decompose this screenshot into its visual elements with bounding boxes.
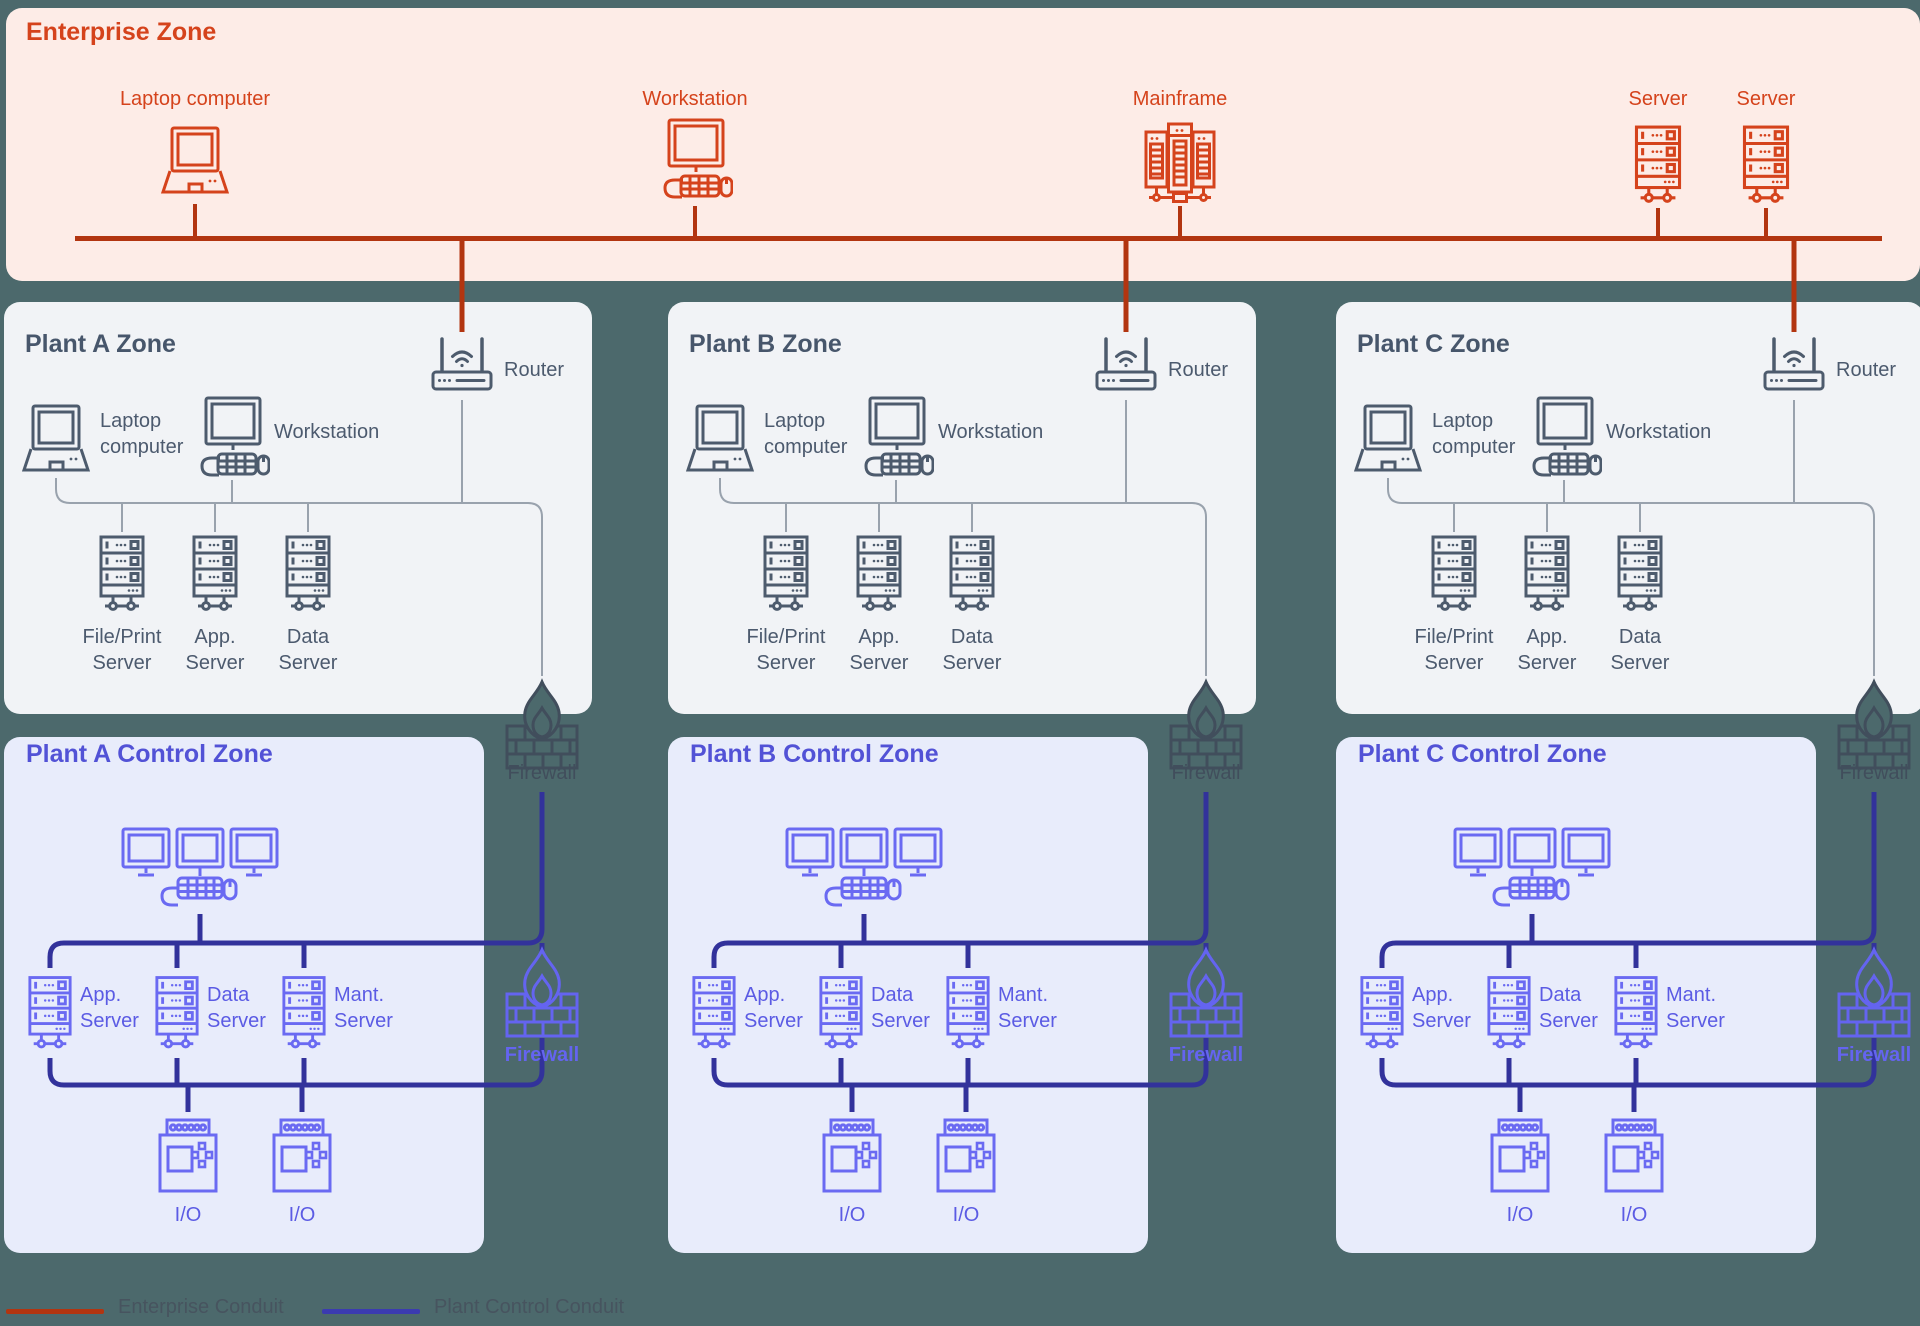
firewall-icon: [1836, 678, 1912, 770]
zone-title: Plant C Zone: [1357, 330, 1510, 358]
router-icon: [428, 334, 496, 398]
device-label: Router: [504, 359, 565, 381]
server-icon: [691, 974, 737, 1052]
firewall-icon: [504, 678, 580, 770]
server-label: Data Server: [871, 984, 930, 1032]
plant-b-column: Plant B Zone Laptop computer Workstation…: [668, 0, 1328, 1326]
firewall-label: Firewall: [1836, 1044, 1912, 1066]
hmi-workstation-icon: [120, 826, 280, 912]
firewall-icon: [1168, 678, 1244, 770]
device-label: Mainframe: [1132, 88, 1228, 110]
laptop-icon: [159, 124, 231, 202]
plant-c-column: Plant C Zone Laptop computer Workstation…: [1336, 0, 1920, 1326]
plant-control-conduit-swatch: [322, 1309, 420, 1314]
server-icon: [762, 534, 810, 614]
legend-label: Plant Control Conduit: [434, 1296, 625, 1318]
firewall-label: Firewall: [507, 762, 577, 784]
server-label: Data Server: [1610, 626, 1670, 674]
control-zone-title: Plant B Control Zone: [690, 740, 939, 768]
server-label: Data Server: [278, 626, 338, 674]
router-icon: [1760, 334, 1828, 398]
server-label: App. Server: [849, 626, 909, 674]
server-icon: [1616, 534, 1664, 614]
control-zone-title: Plant A Control Zone: [26, 740, 273, 768]
io-unit-icon: [270, 1118, 334, 1198]
device-label: Workstation: [1606, 421, 1712, 443]
server-label: Mant. Server: [334, 984, 393, 1032]
firewall-label: Firewall: [1171, 762, 1241, 784]
server-label: File/Print Server: [746, 626, 826, 674]
io-unit-icon: [1602, 1118, 1666, 1198]
server-label: App. Server: [185, 626, 245, 674]
device-label: Laptop computer: [764, 410, 848, 458]
server-label: App. Server: [744, 984, 803, 1032]
server-icon: [27, 974, 73, 1052]
router-icon: [1092, 334, 1160, 398]
control-zone-title: Plant C Control Zone: [1358, 740, 1607, 768]
device-label: Server: [1736, 88, 1796, 110]
device-label: Laptop computer: [119, 88, 271, 110]
server-icon: [1741, 124, 1791, 206]
zone-title: Plant A Zone: [25, 330, 176, 358]
server-label: File/Print Server: [1414, 626, 1494, 674]
io-label: I/O: [288, 1204, 316, 1226]
server-icon: [1523, 534, 1571, 614]
server-label: Data Server: [1539, 984, 1598, 1032]
server-icon: [191, 534, 239, 614]
io-unit-icon: [1488, 1118, 1552, 1198]
firewall-label: Firewall: [504, 1044, 580, 1066]
device-label: Server: [1628, 88, 1688, 110]
enterprise-zone-title: Enterprise Zone: [26, 18, 217, 46]
device-label: Router: [1836, 359, 1897, 381]
laptop-icon: [684, 402, 756, 480]
io-label: I/O: [838, 1204, 866, 1226]
server-icon: [284, 534, 332, 614]
zone-title: Plant B Zone: [689, 330, 842, 358]
firewall-label: Firewall: [1839, 762, 1909, 784]
firewall-icon: [1168, 946, 1244, 1038]
laptop-icon: [1352, 402, 1424, 480]
io-label: I/O: [1506, 1204, 1534, 1226]
device-label: Workstation: [274, 421, 380, 443]
server-label: App. Server: [1412, 984, 1471, 1032]
device-label: Router: [1168, 359, 1229, 381]
server-label: Mant. Server: [998, 984, 1057, 1032]
firewall-icon: [504, 946, 580, 1038]
device-label: Laptop computer: [100, 410, 184, 458]
hmi-workstation-icon: [784, 826, 944, 912]
server-label: Data Server: [942, 626, 1002, 674]
device-label: Laptop computer: [1432, 410, 1516, 458]
firewall-icon: [1836, 946, 1912, 1038]
hmi-workstation-icon: [1452, 826, 1612, 912]
io-unit-icon: [820, 1118, 884, 1198]
laptop-icon: [20, 402, 92, 480]
legend-label: Enterprise Conduit: [118, 1296, 284, 1318]
server-icon: [948, 534, 996, 614]
io-label: I/O: [1620, 1204, 1648, 1226]
device-label: Workstation: [938, 421, 1044, 443]
mainframe-icon: [1138, 120, 1222, 204]
server-icon: [1430, 534, 1478, 614]
server-icon: [98, 534, 146, 614]
io-label: I/O: [174, 1204, 202, 1226]
enterprise-conduit-swatch: [6, 1309, 104, 1314]
plant-a-column: Plant A Zone Laptop computer Workstation…: [4, 0, 664, 1326]
firewall-label: Firewall: [1168, 1044, 1244, 1066]
server-icon: [1633, 124, 1683, 206]
io-unit-icon: [934, 1118, 998, 1198]
io-unit-icon: [156, 1118, 220, 1198]
server-label: App. Server: [1517, 626, 1577, 674]
server-label: Data Server: [207, 984, 266, 1032]
server-icon: [1359, 974, 1405, 1052]
io-label: I/O: [952, 1204, 980, 1226]
device-label: Workstation: [642, 88, 748, 110]
server-label: Mant. Server: [1666, 984, 1725, 1032]
server-label: File/Print Server: [82, 626, 162, 674]
server-icon: [855, 534, 903, 614]
server-label: App. Server: [80, 984, 139, 1032]
workstation-icon: [657, 118, 733, 202]
